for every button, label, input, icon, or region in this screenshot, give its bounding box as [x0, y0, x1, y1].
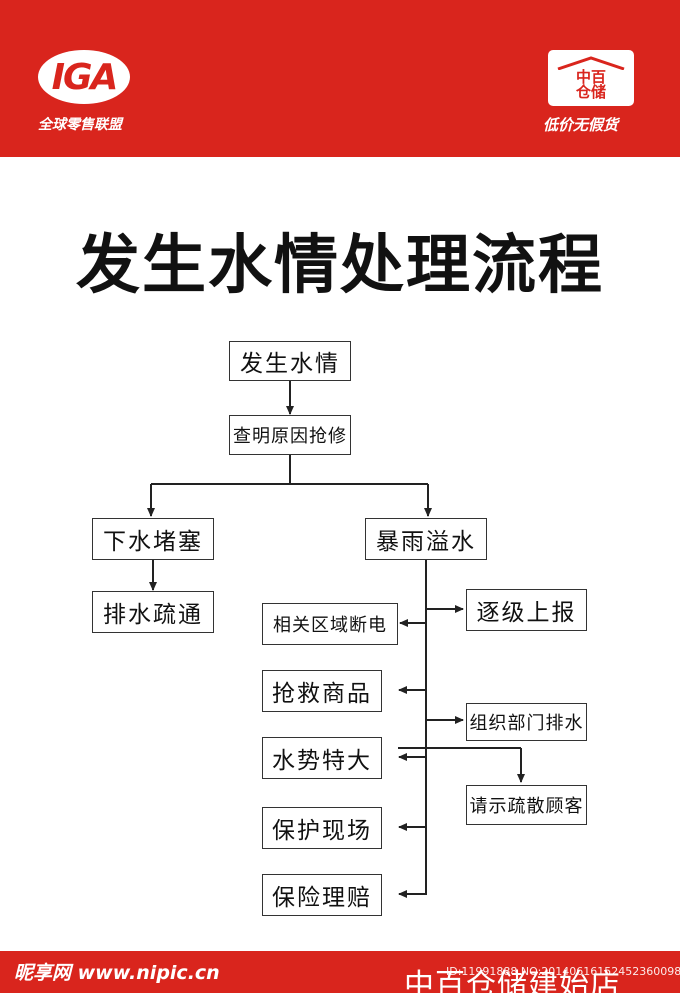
iga-logo-text: IGA [51, 56, 119, 98]
step-report: 逐级上报 [466, 589, 587, 631]
step-protect-scene: 保护现场 [262, 807, 382, 849]
step-branch-right: 暴雨溢水 [365, 518, 487, 560]
step-left-action: 排水疏通 [92, 591, 214, 633]
iga-logo: IGA [38, 50, 130, 104]
watermark-site: 昵享网 www.nipic.cn [14, 962, 220, 984]
zhongbai-logo-text: 中百 仓储 [575, 68, 606, 101]
image-id-label: ID:11991888 NO:20140616152452360098 [446, 965, 680, 978]
step-drainage: 组织部门排水 [466, 703, 587, 741]
page-title: 发生水情处理流程 [76, 229, 604, 303]
zhongbai-tagline: 低价无假货 [543, 116, 619, 134]
footer-banner [0, 951, 680, 993]
step-branch-left: 下水堵塞 [92, 518, 214, 560]
step-insurance: 保险理赔 [262, 874, 382, 916]
step-power-off: 相关区域断电 [262, 603, 398, 645]
step-severe: 水势特大 [262, 737, 382, 779]
step-investigate: 查明原因抢修 [229, 415, 351, 455]
iga-tagline: 全球零售联盟 [38, 117, 122, 133]
step-evacuate: 请示疏散顾客 [466, 785, 587, 825]
step-rescue-goods: 抢救商品 [262, 670, 382, 712]
zhongbai-logo: 中百 仓储 [548, 50, 634, 106]
step-start: 发生水情 [229, 341, 351, 381]
roof-icon [557, 56, 625, 70]
